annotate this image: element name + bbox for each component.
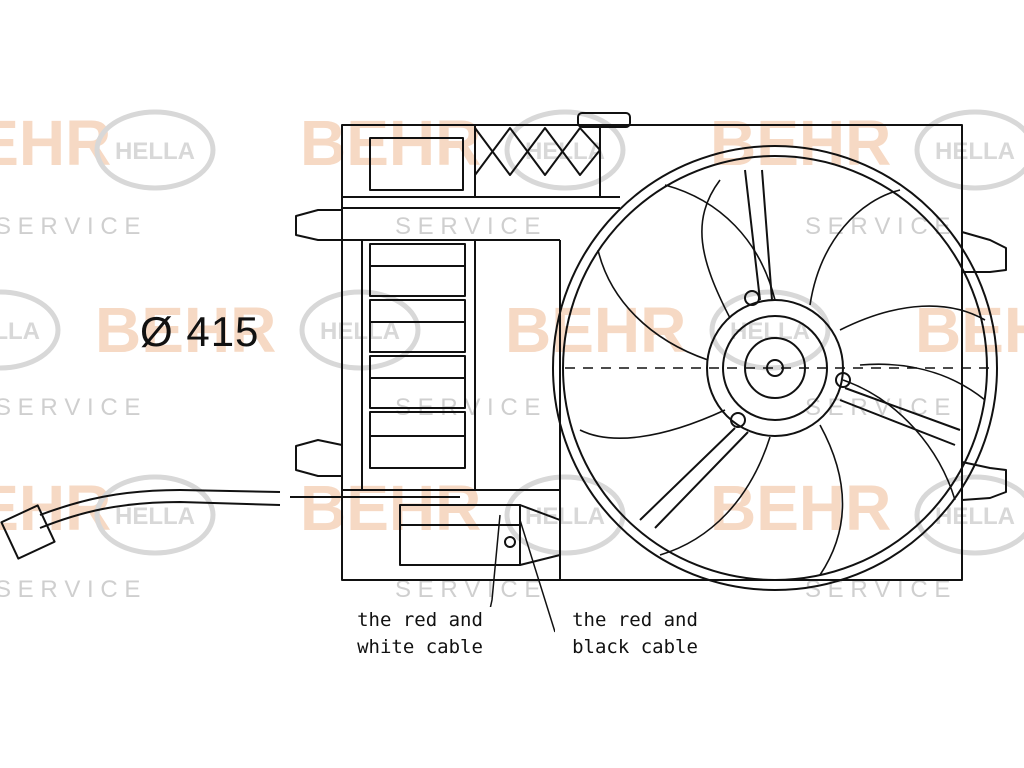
hella-logo-watermark: HELLA bbox=[935, 138, 1015, 165]
service-watermark-text: S E R V I C E bbox=[0, 213, 140, 240]
fan-ring bbox=[552, 145, 998, 591]
motor-hub bbox=[706, 290, 851, 437]
left-mounting-tabs bbox=[295, 209, 343, 477]
callout-red-white-cable: the red and white cable bbox=[340, 607, 500, 661]
callout-line-1: the red and bbox=[572, 609, 698, 631]
hella-logo-watermark: HELLA bbox=[730, 318, 810, 345]
behr-logo-watermark: BEHR bbox=[710, 472, 891, 544]
callout-line-2: black cable bbox=[572, 636, 698, 658]
service-watermark-text: S E R V I C E bbox=[0, 576, 140, 603]
hella-logo-watermark: HELLA bbox=[525, 503, 605, 530]
behr-logo-watermark: BEHR bbox=[300, 107, 481, 179]
service-watermark-text: S E R V I C E bbox=[805, 213, 950, 240]
behr-logo-watermark: BEHR bbox=[505, 294, 686, 366]
behr-logo-watermark: BEHR bbox=[300, 472, 481, 544]
behr-logo-watermark: BEHR bbox=[0, 472, 111, 544]
cable-harness bbox=[0, 489, 460, 560]
behr-watermark: BEHR BEHR BEHR BEHR BEHR BEHR BEHR BEHR … bbox=[0, 107, 1024, 544]
callout-line-2: white cable bbox=[357, 636, 483, 658]
behr-logo-watermark: BEHR bbox=[0, 107, 111, 179]
behr-logo-watermark: BEHR bbox=[95, 294, 276, 366]
service-watermark-text: S E R V I C E bbox=[395, 213, 540, 240]
watermark-layer: BEHR BEHR BEHR BEHR BEHR BEHR BEHR BEHR … bbox=[0, 107, 1024, 603]
hella-logo-watermark: HELLA bbox=[0, 318, 40, 345]
service-watermark-text: S E R V I C E bbox=[805, 394, 950, 421]
service-watermark-text: S E R V I C E bbox=[0, 394, 140, 421]
diameter-label: Ø 415 bbox=[140, 308, 260, 355]
right-mounting-tabs bbox=[961, 231, 1007, 501]
top-grille bbox=[369, 112, 631, 191]
hella-watermark-text: HELLA HELLA HELLA HELLA HELLA HELLA HELL… bbox=[0, 138, 1015, 530]
louver-panels bbox=[369, 243, 466, 469]
callout-line-1: the red and bbox=[357, 609, 483, 631]
hella-logo-watermark: HELLA bbox=[115, 503, 195, 530]
resistor-module bbox=[399, 504, 561, 566]
behr-logo-watermark: BEHR bbox=[710, 107, 891, 179]
hella-logo-watermark: HELLA bbox=[115, 138, 195, 165]
behr-logo-watermark: BEHR bbox=[915, 294, 1024, 366]
callout-red-black-cable: the red and black cable bbox=[555, 607, 715, 661]
fan-spokes bbox=[639, 169, 961, 529]
